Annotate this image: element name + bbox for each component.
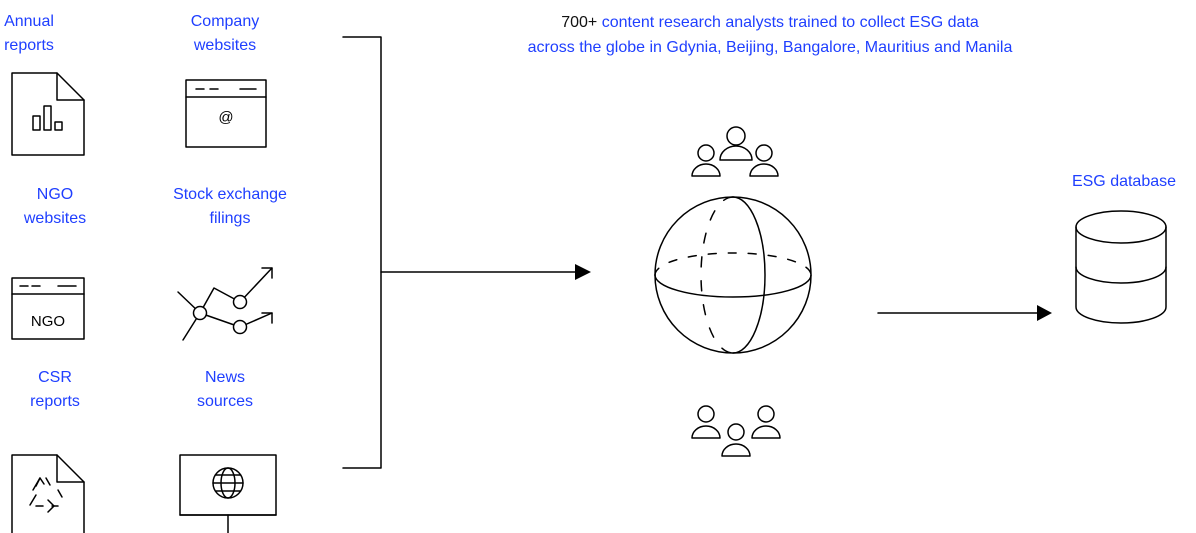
document-recycle-icon	[11, 454, 85, 533]
output-arrow	[877, 305, 1052, 321]
trend-lines-icon	[177, 267, 273, 341]
label-esg-database: ESG database	[1071, 173, 1177, 190]
people-group-icon	[691, 126, 779, 177]
browser-at-icon: @	[185, 79, 267, 148]
label-ngo-websites: NGO websites	[23, 186, 87, 227]
headline-line2: across the globe in Gdynia, Beijing, Ban…	[527, 39, 1013, 56]
document-chart-icon	[11, 72, 85, 156]
browser-ngo-icon: NGO	[11, 277, 85, 340]
ngo-icon-text: NGO	[31, 313, 65, 330]
label-annual-reports: Annual reports	[4, 13, 54, 54]
label-news-sources: News sources	[196, 369, 254, 410]
label-stock-exchange-filings: Stock exchange filings	[173, 186, 287, 227]
label-company-websites: Company websites	[190, 13, 260, 54]
collector-bracket	[342, 36, 591, 469]
label-csr-reports: CSR reports	[30, 369, 80, 410]
analyst-count: 700+	[561, 14, 598, 31]
globe-screen-icon	[179, 454, 277, 533]
people-group-icon	[691, 405, 781, 457]
analysts-headline: 700+ content research analysts trained t…	[430, 10, 1110, 60]
headline-line1: content research analysts trained to col…	[597, 14, 979, 31]
company-icon-at: @	[218, 109, 233, 126]
globe-icon	[654, 196, 812, 354]
database-icon	[1075, 210, 1167, 324]
